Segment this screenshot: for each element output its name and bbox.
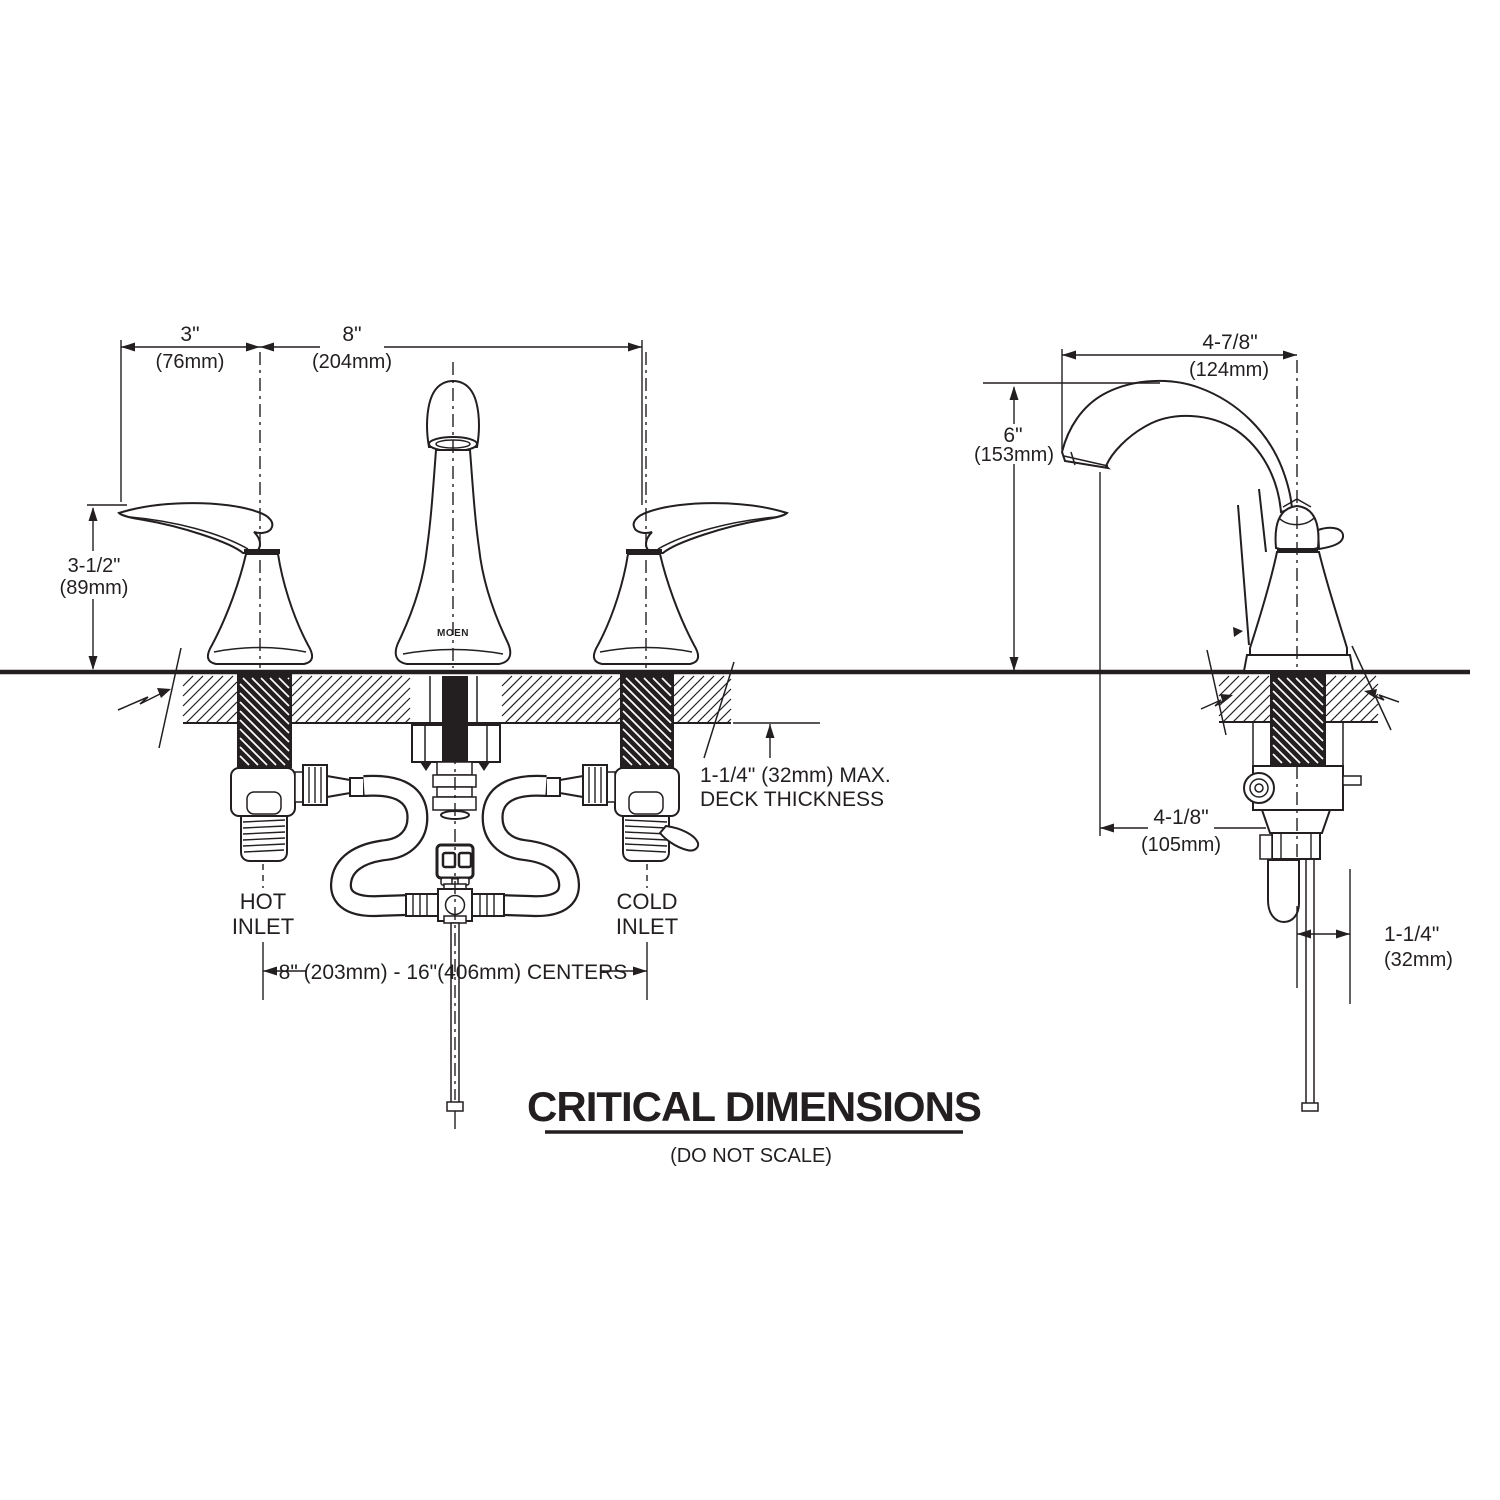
dim-height-mm: (153mm): [974, 444, 1054, 466]
dim-drain-offset-mm: (105mm): [1141, 834, 1221, 856]
deck-break-arrow: [1369, 693, 1400, 703]
drain-lever: [658, 824, 700, 852]
mounting-shanks: [237, 674, 674, 768]
hot-inlet-label-2: INLET: [232, 914, 294, 939]
dimensions-side-view: 4-7/8" (124mm) 6" (153mm) 4-1/8" (105mm)…: [974, 331, 1453, 1004]
below-deck-plumbing-front: [230, 724, 700, 1129]
side-handle-lever: [1316, 526, 1345, 551]
cold-inlet-label-1: COLD: [616, 889, 677, 914]
dim-centers-label: 8" (203mm) - 16"(406mm) CENTERS: [279, 961, 628, 984]
faucet-body-side: [1249, 551, 1348, 656]
drain-elbow: [1267, 859, 1300, 924]
drain-nut: [1271, 832, 1321, 860]
tailpiece-end: [1301, 1102, 1319, 1112]
dim-8in-mm: (204mm): [312, 351, 392, 373]
deck-thickness-note-1: 1-1/4" (32mm) MAX.: [700, 764, 891, 787]
deck-break-line: [1351, 645, 1392, 731]
dim-drain-mm: (32mm): [1384, 949, 1453, 971]
quick-connect-block: [435, 843, 475, 880]
dim-8in-value: 8": [342, 323, 361, 346]
hot-thread-lines: [242, 819, 286, 853]
dim-handle-height-value: 3-1/2": [68, 555, 121, 577]
cold-inlet-label-2: INLET: [616, 914, 678, 939]
supply-hoses: [330, 774, 580, 918]
dim-3in-value: 3": [180, 323, 199, 346]
deck-break-arrow: [1200, 697, 1229, 710]
right-handle-front-view: [592, 502, 789, 665]
sheet-title: CRITICAL DIMENSIONS: [527, 1083, 981, 1130]
centerlines-front: [259, 352, 647, 1100]
dim-drain-value: 1-1/4": [1384, 923, 1439, 946]
dim-drain-offset-value: 4-1/8": [1153, 806, 1208, 829]
sheet-footer: CRITICAL DIMENSIONS (DO NOT SCALE): [527, 1083, 982, 1167]
cold-valve: [545, 764, 680, 888]
left-handle-front-view: [117, 502, 314, 665]
dimensions-front-view: 3" (76mm) 8" (204mm) 3-1/2" (89mm) 1-1/4…: [60, 323, 891, 1000]
sheet-note: (DO NOT SCALE): [670, 1145, 832, 1167]
dim-height-value: 6": [1003, 424, 1022, 447]
deck-break-line: [703, 661, 735, 759]
dim-handle-height-mm: (89mm): [60, 577, 129, 599]
below-deck-side-view: [1243, 360, 1362, 1112]
deck-break-line: [1206, 649, 1227, 736]
deck-break-line: [158, 647, 182, 749]
gooseneck-spout: [1060, 379, 1294, 514]
side-view-faucet: [1060, 379, 1355, 672]
deck-thickness-note-2: DECK THICKNESS: [700, 788, 884, 811]
hot-inlet-label-1: HOT: [240, 889, 286, 914]
dim-3in-mm: (76mm): [156, 351, 225, 373]
dim-reach-value: 4-7/8": [1202, 331, 1257, 354]
deck-break-arrow: [117, 691, 165, 711]
dim-reach-mm: (124mm): [1189, 359, 1269, 381]
